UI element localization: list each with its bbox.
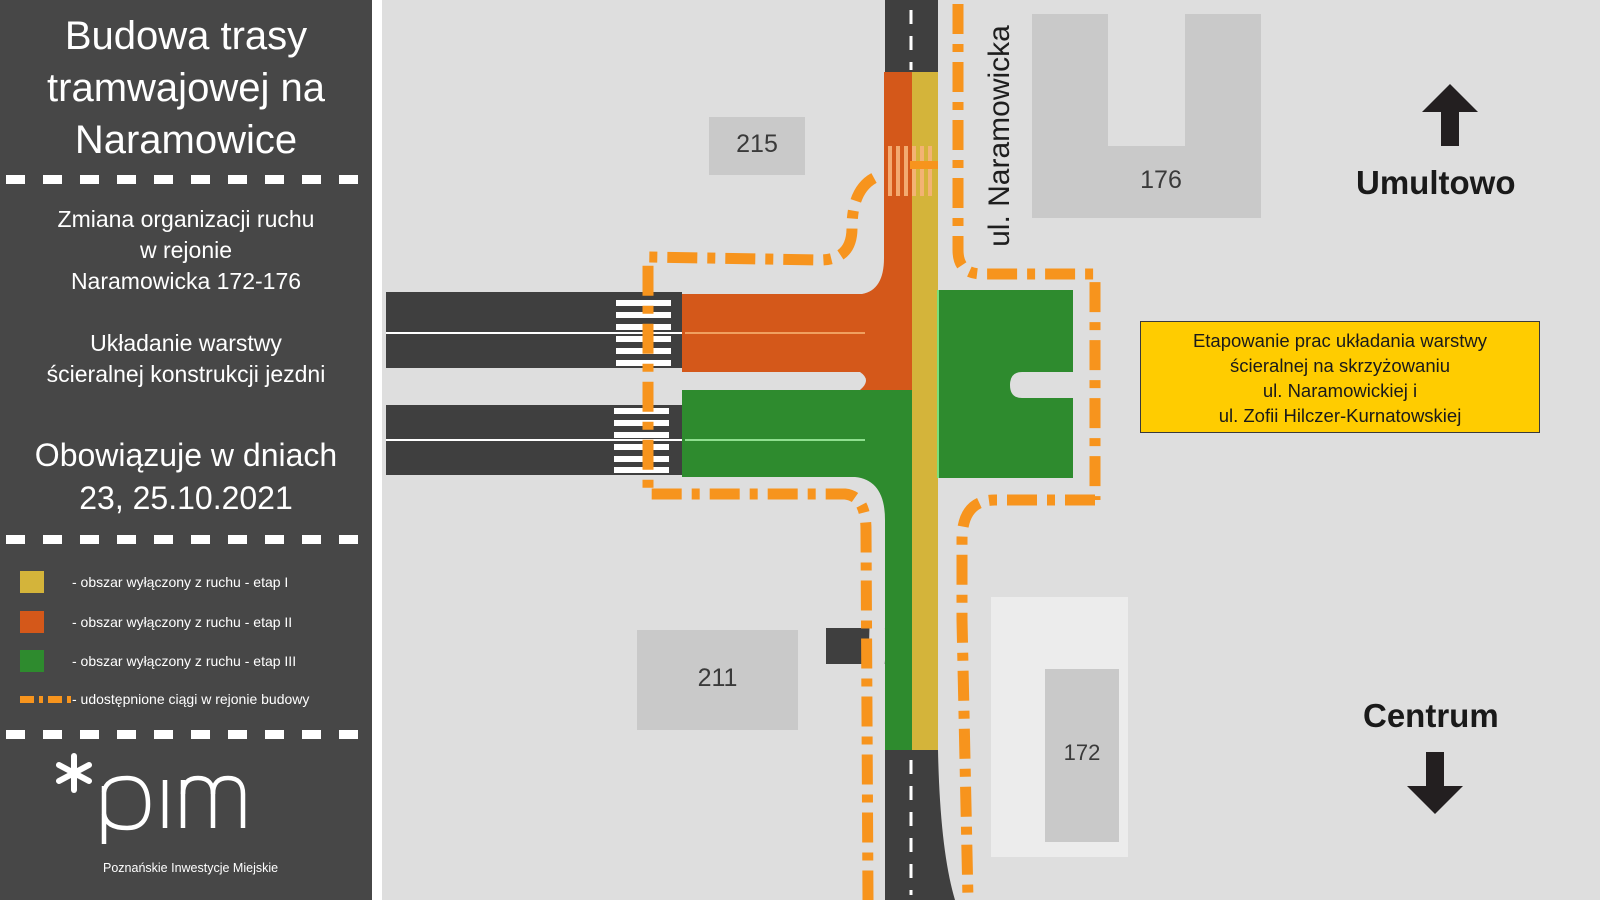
intersection-map (386, 0, 1261, 900)
title-line-2: tramwajowej na (47, 66, 325, 110)
map-area: 215 176 211 172 ul. Naramowicka Umultowo… (382, 0, 1600, 900)
detour-routes (642, 4, 1101, 900)
legend-text: - udostępnione ciągi w rejonie budowy (72, 691, 310, 707)
separator-3 (6, 730, 366, 739)
dates-line-1: Obowiązuje w dniach (34, 437, 338, 473)
building-label-211: 211 (697, 664, 738, 692)
info-line-4: ul. Zofii Hilczer-Kurnatowskiej (1218, 405, 1462, 426)
destination-umultowo: Umultowo (1356, 164, 1516, 201)
legend-swatch-yellow (20, 571, 44, 593)
traffic-island (868, 610, 885, 678)
info-line-3: ul. Naramowickiej i (1262, 380, 1418, 401)
subtitle-line-3: Naramowicka 172-176 (70, 268, 302, 294)
stage-2-area (682, 72, 912, 390)
legend-item-stage-2: - obszar wyłączony z ruchu - etap II (20, 609, 370, 635)
stage-3-area-east (938, 290, 1073, 478)
legend-swatch-orange (20, 611, 44, 633)
road-south (885, 750, 955, 900)
stage-1-area (912, 72, 938, 750)
legend-swatch-dashed-line (20, 696, 72, 703)
stage-3-area-west (682, 390, 912, 750)
work-line-1: Układanie warstwy (90, 330, 282, 356)
validity-dates: Obowiązuje w dniach 23, 25.10.2021 (0, 434, 372, 520)
building-172 (1045, 669, 1119, 842)
arrow-down-icon (1407, 752, 1463, 814)
subtitle-line-1: Zmiana organizacji ruchu (57, 206, 315, 232)
work-line-2: ścieralnej konstrukcji jezdni (46, 361, 326, 387)
info-line-2: ścieralnej na skrzyżowaniu (1229, 355, 1451, 376)
arrow-up-icon (1422, 84, 1478, 146)
street-name-naramowicka: ul. Naramowicka (983, 25, 1016, 247)
building-211 (637, 630, 798, 730)
pim-logo (56, 753, 246, 844)
building-label-172: 172 (1063, 740, 1101, 765)
destination-centrum: Centrum (1363, 697, 1499, 734)
legend-text: - obszar wyłączony z ruchu - etap III (72, 653, 297, 669)
pedestrian-crossing (888, 146, 932, 196)
title-line-1: Budowa trasy (64, 14, 308, 58)
info-line-1: Etapowanie prac układania warstwy (1192, 330, 1488, 351)
separator-2 (6, 535, 366, 544)
median-island (682, 372, 866, 390)
sidebar: Budowa trasy tramwajowej na Naramowice Z… (0, 0, 372, 900)
logo-subtitle: Poznańskie Inwestycje Miejskie (103, 861, 279, 875)
title-line-3: Naramowice (74, 118, 298, 162)
separator-1 (6, 175, 366, 184)
legend-swatch-green (20, 650, 44, 672)
work-description: Układanie warstwy ścieralnej konstrukcji… (0, 328, 372, 390)
staging-info-box: Etapowanie prac układania warstwy ściera… (1140, 321, 1540, 433)
traffic-change-text: Zmiana organizacji ruchu w rejonie Naram… (0, 204, 372, 297)
building-215 (709, 117, 805, 175)
legend-item-stage-3: - obszar wyłączony z ruchu - etap III (20, 648, 370, 674)
building-label-215: 215 (736, 130, 778, 158)
building-label-176: 176 (1140, 166, 1182, 194)
subtitle-line-2: w rejonie (139, 237, 233, 263)
building-176 (1032, 14, 1261, 218)
legend-text: - obszar wyłączony z ruchu - etap I (72, 574, 289, 590)
asterisk-logo-icon (56, 753, 92, 793)
legend-item-stage-1: - obszar wyłączony z ruchu - etap I (20, 569, 370, 595)
legend-text: - obszar wyłączony z ruchu - etap II (72, 614, 293, 630)
pim-wordmark (101, 775, 246, 844)
page-title: Budowa trasy tramwajowej na Naramowice (0, 10, 372, 166)
dates-line-2: 23, 25.10.2021 (79, 480, 293, 516)
legend-item-detour: - udostępnione ciągi w rejonie budowy (20, 686, 370, 712)
